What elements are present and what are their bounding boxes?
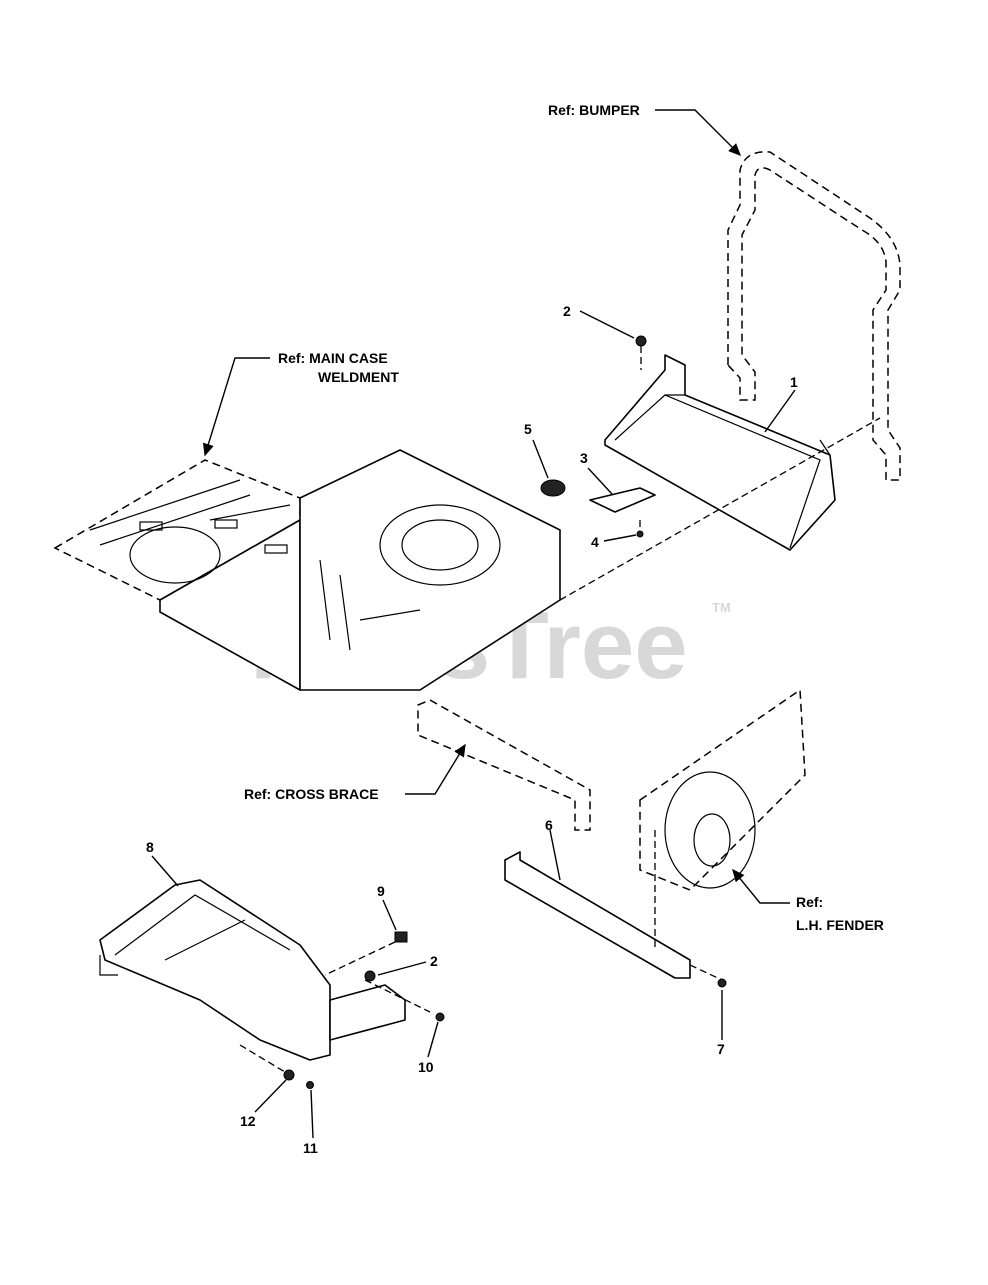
callout-5: 5 (524, 421, 532, 437)
ref-cross-brace-label: Ref: CROSS BRACE (244, 786, 379, 802)
part-11-screw (306, 1081, 314, 1089)
main-case-weldment-part (53, 449, 561, 691)
callout-8: 8 (146, 839, 154, 855)
callout-7: 7 (717, 1041, 725, 1057)
part-6-plate (504, 830, 723, 981)
part-7-screw (717, 978, 727, 988)
part-9-bolt (394, 931, 408, 943)
part-4-screw (636, 530, 644, 538)
callout-9: 9 (377, 883, 385, 899)
callout-11: 11 (303, 1140, 318, 1156)
part-8-shroud (99, 879, 406, 1061)
callout-4: 4 (591, 534, 599, 550)
callout-2-top: 2 (563, 303, 571, 319)
part-1-bracket (604, 354, 836, 551)
callout-12: 12 (240, 1113, 256, 1129)
part-10-screw (435, 1012, 445, 1022)
part-3-latch (589, 487, 656, 513)
watermark-tm: TM (712, 600, 731, 615)
lh-fender-part (639, 688, 806, 891)
bumper-ref-part (727, 151, 901, 481)
ref-main-case-label-1: Ref: MAIN CASE (278, 350, 388, 366)
ref-main-case-label-2: WELDMENT (318, 369, 399, 385)
part-12-washer (283, 1069, 295, 1081)
part-5-spring (540, 479, 566, 497)
callout-2-low: 2 (430, 953, 438, 969)
callout-10: 10 (418, 1059, 434, 1075)
ref-bumper-label: Ref: BUMPER (548, 102, 640, 118)
callout-1: 1 (790, 374, 798, 390)
callout-6: 6 (545, 817, 553, 833)
callout-3: 3 (580, 450, 588, 466)
part-2-nut-top (635, 335, 647, 347)
ref-fender-label-1: Ref: (796, 894, 823, 910)
cross-brace-part (417, 699, 591, 831)
part-2-nut-low (364, 970, 376, 982)
ref-fender-label-2: L.H. FENDER (796, 917, 884, 933)
